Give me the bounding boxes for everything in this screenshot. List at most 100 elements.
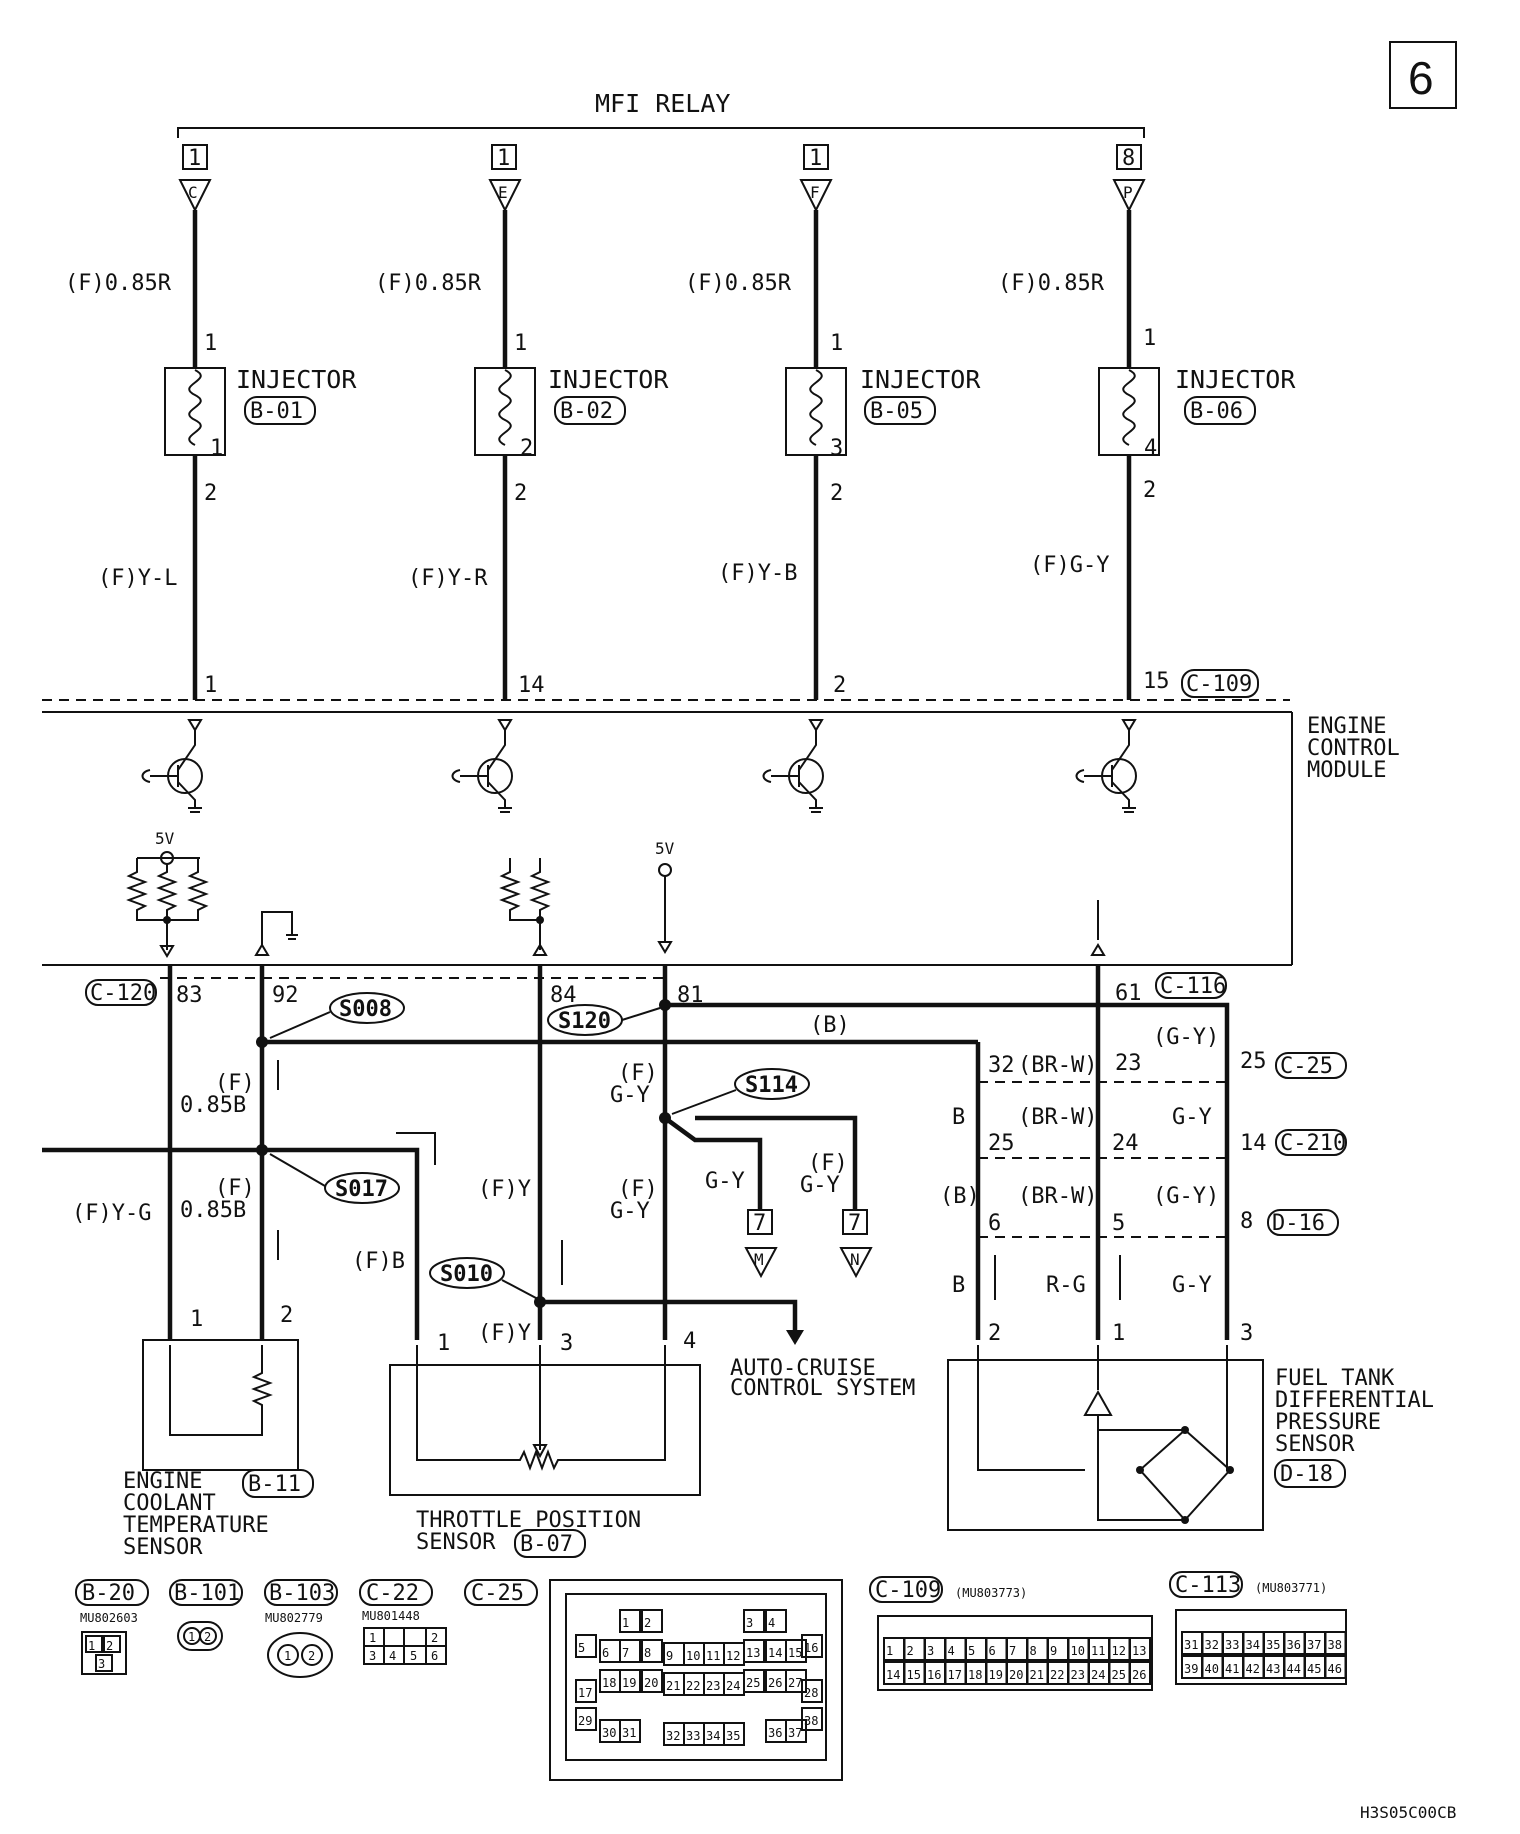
svg-text:S120: S120: [558, 1009, 611, 1034]
c25-pin-label: 4: [768, 1616, 775, 1630]
c109-pin-label: 7: [1009, 1644, 1016, 1658]
svg-text:6: 6: [988, 1211, 1001, 1236]
c25-pin: [575, 1707, 597, 1731]
c25-pin: [619, 1719, 641, 1743]
c25-pin-label: 13: [746, 1646, 760, 1660]
svg-text:(MU803773): (MU803773): [955, 1586, 1027, 1600]
ecm-input-resistors-mid: 5V: [499, 839, 1106, 956]
c109-pin-label: 25: [1112, 1668, 1126, 1682]
svg-text:5: 5: [1112, 1211, 1125, 1236]
c25-pin-label: 16: [804, 1641, 818, 1655]
svg-text:S008: S008: [339, 997, 392, 1022]
c109-pin-label: 4: [948, 1644, 955, 1658]
svg-text:2: 2: [1143, 478, 1156, 503]
svg-text:7: 7: [753, 1211, 766, 1236]
c113-pin-label: 36: [1287, 1638, 1301, 1652]
c109-pin-label: 19: [989, 1668, 1003, 1682]
c25-pin-label: 8: [644, 1646, 651, 1660]
svg-text:G-Y: G-Y: [610, 1083, 650, 1108]
svg-text:3: 3: [560, 1331, 573, 1356]
svg-text:32: 32: [988, 1053, 1015, 1078]
c25-pin-label: 3: [746, 1616, 753, 1630]
svg-text:N: N: [850, 1250, 860, 1269]
transistor-4: [1075, 719, 1137, 813]
svg-text:(F)B: (F)B: [352, 1249, 405, 1274]
c109-pin-label: 11: [1091, 1644, 1105, 1658]
svg-text:C: C: [188, 183, 198, 202]
svg-text:(F)0.85R: (F)0.85R: [998, 271, 1105, 296]
svg-text:(F)G-Y: (F)G-Y: [1030, 553, 1109, 578]
svg-text:3: 3: [98, 1657, 105, 1671]
c109-pin-label: 24: [1091, 1668, 1105, 1682]
svg-text:SENSOR: SENSOR: [416, 1530, 496, 1555]
c113-pin: [1324, 1631, 1347, 1655]
c25-pin: [743, 1669, 765, 1693]
svg-text:B: B: [952, 1105, 965, 1130]
c109-pin-label: 21: [1030, 1668, 1044, 1682]
c113-pin-label: 43: [1266, 1662, 1280, 1676]
svg-text:(B): (B): [810, 1013, 850, 1038]
svg-text:C-109: C-109: [1186, 672, 1252, 697]
connector-c116-tag: [1155, 972, 1227, 999]
auto-cruise-label-1: AUTO-CRUISE: [730, 1356, 876, 1381]
c25-pin-label: 12: [726, 1649, 740, 1663]
c109-pin-label: 1: [886, 1644, 893, 1658]
svg-text:0.85B: 0.85B: [180, 1093, 246, 1118]
svg-text:MU801448: MU801448: [362, 1609, 420, 1623]
svg-text:G-Y: G-Y: [705, 1169, 745, 1194]
ground-ref-7m: 7 M: [744, 1209, 778, 1279]
svg-text:2: 2: [988, 1321, 1001, 1346]
svg-text:COOLANT: COOLANT: [123, 1491, 216, 1516]
c113-pin-label: 32: [1205, 1638, 1219, 1652]
svg-text:B-103: B-103: [269, 1581, 335, 1606]
svg-text:3: 3: [830, 436, 843, 461]
svg-text:1: 1: [1143, 326, 1156, 351]
c113-pin-label: 42: [1246, 1662, 1260, 1676]
transistor-1: [141, 719, 203, 813]
c25-pin-label: 10: [686, 1649, 700, 1663]
svg-text:C-25: C-25: [1280, 1054, 1333, 1079]
c25-pin-label: 31: [622, 1726, 636, 1740]
c25-pin: [575, 1634, 597, 1658]
svg-text:B-02: B-02: [560, 399, 613, 424]
transistor-2: [451, 719, 513, 813]
svg-text:1: 1: [1112, 1321, 1125, 1346]
svg-text:2: 2: [280, 1303, 293, 1328]
svg-text:4: 4: [683, 1329, 696, 1354]
c25-pin: [619, 1639, 641, 1663]
c113-pin-label: 40: [1205, 1662, 1219, 1676]
svg-text:B-20: B-20: [82, 1581, 135, 1606]
splice-s010: S010: [429, 1257, 537, 1299]
connector-c120-tag: [85, 979, 157, 1006]
svg-text:2: 2: [830, 481, 843, 506]
svg-text:(BR-W): (BR-W): [1018, 1053, 1097, 1078]
svg-text:C-113: C-113: [1175, 1573, 1241, 1598]
c109-pin-label: 12: [1112, 1644, 1126, 1658]
svg-text:2: 2: [833, 673, 846, 698]
svg-text:D-18: D-18: [1280, 1462, 1333, 1487]
svg-text:23: 23: [1115, 1051, 1142, 1076]
svg-text:B-07: B-07: [520, 1532, 573, 1557]
c25-pin-label: 1: [622, 1616, 629, 1630]
svg-text:2: 2: [106, 1639, 113, 1653]
c25-pin-label: 27: [788, 1676, 802, 1690]
injector-b02-circuit: (F)0.85R 1 2 2 INJECTOR B-02 (F)Y-R 14: [375, 210, 669, 700]
c25-pin-label: 32: [666, 1729, 680, 1743]
c25-pin: [641, 1609, 663, 1633]
svg-text:8: 8: [1122, 146, 1135, 171]
c109-pin-label: 26: [1132, 1668, 1146, 1682]
ecm-pin-83: 83: [176, 983, 203, 1008]
c25-pin: [801, 1707, 823, 1731]
svg-text:R-G: R-G: [1046, 1273, 1086, 1298]
svg-text:(F): (F): [618, 1061, 658, 1086]
engine-control-module: ENGINE CONTROL MODULE: [42, 699, 1400, 979]
svg-text:1: 1: [284, 1649, 291, 1663]
svg-text:F: F: [810, 183, 820, 202]
c109-pin-label: 2: [907, 1644, 914, 1658]
c25-pin: [575, 1679, 597, 1703]
svg-text:(B): (B): [940, 1184, 980, 1209]
ground-ref-7n: 7 N: [839, 1209, 873, 1279]
wire-labels: (F) 0.85B (F) 0.85B (F)Y-G (F)B (F)Y (F)…: [72, 1013, 850, 1346]
svg-text:ENGINE: ENGINE: [1307, 714, 1386, 739]
